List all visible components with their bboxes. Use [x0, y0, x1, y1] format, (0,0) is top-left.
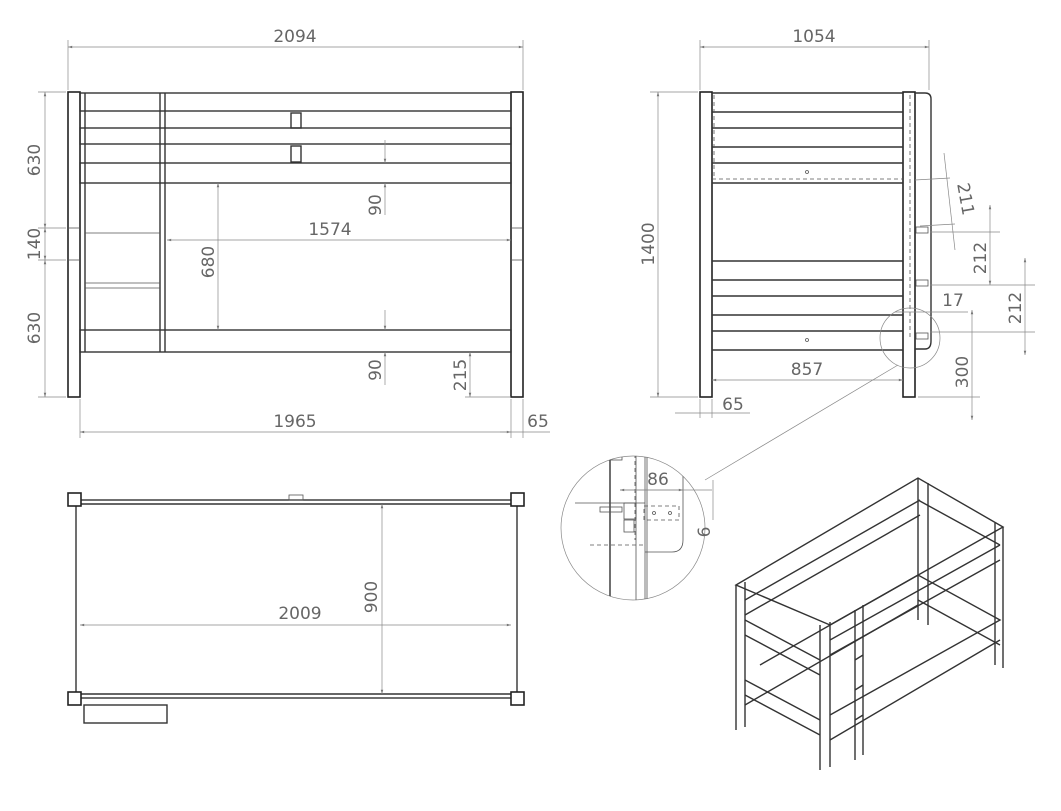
isometric-view	[734, 477, 1005, 770]
dim-middle-height: 140	[25, 228, 45, 260]
right-post	[510, 91, 524, 398]
safety-guard	[915, 92, 932, 350]
side-view: 1054 1400 857 65 211 212 212 17 300	[639, 27, 1035, 481]
dim-spacing-1: 212	[971, 242, 991, 274]
dim-guard-height: 300	[953, 356, 973, 388]
ladder	[84, 93, 166, 352]
dim-top-width: 900	[362, 581, 382, 613]
dim-lower-height: 630	[25, 312, 45, 344]
dim-rail-top: 90	[366, 194, 386, 216]
lower-slats	[79, 329, 512, 353]
detail-view: 86 6	[560, 455, 715, 601]
dim-length: 1965	[273, 412, 316, 432]
dim-inner-height: 680	[199, 246, 219, 278]
top-view: 2009 900	[67, 492, 525, 724]
left-post	[699, 91, 713, 398]
dim-overall-width: 1054	[792, 27, 835, 47]
right-post	[902, 91, 916, 398]
dim-overall-width: 2094	[273, 27, 316, 47]
dim-overall-height: 1400	[639, 222, 659, 265]
dim-bracket-width: 86	[647, 470, 669, 490]
dim-spacing-2: 212	[1006, 292, 1026, 324]
dim-inner-width: 857	[791, 360, 823, 380]
ladder-top	[83, 704, 168, 724]
dim-post-width: 65	[527, 412, 549, 432]
dim-floor-clearance: 215	[451, 359, 471, 391]
dim-rail-bottom: 90	[366, 359, 386, 381]
left-post	[67, 91, 81, 398]
dim-guard-gap: 17	[942, 291, 964, 311]
detail-marker-circle	[879, 307, 941, 369]
dim-guard-offset: 211	[952, 181, 977, 216]
upper-slats	[79, 92, 512, 184]
front-view: 2094 630 140 630 1574 680 90 90 215 1965…	[25, 27, 550, 438]
side-slats	[712, 92, 929, 351]
detail-leader	[704, 364, 899, 481]
dim-upper-height: 630	[25, 144, 45, 176]
dim-inner-width: 1574	[308, 220, 351, 240]
dim-bracket-offset: 6	[695, 527, 715, 538]
dim-post-width: 65	[722, 395, 744, 415]
dim-top-length: 2009	[278, 604, 321, 624]
